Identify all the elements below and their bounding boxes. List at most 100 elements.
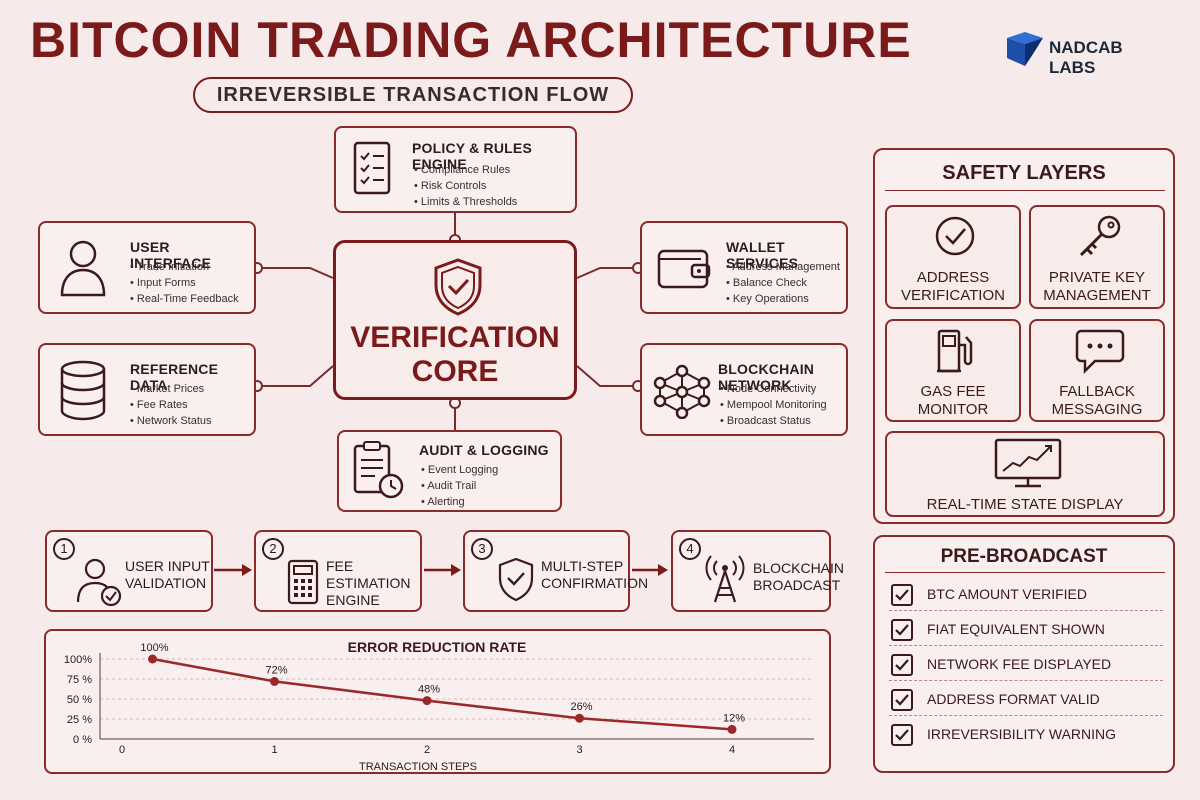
list-item: Risk Controls [414,178,517,194]
cell-label-line2: MANAGEMENT [1043,287,1151,304]
user-check-icon [76,558,122,607]
key-icon [1079,215,1121,257]
step-label-line1: FEE ESTIMATION [326,558,411,591]
list-item: Node Connectivity [720,381,827,397]
list-item: Alerting [421,494,498,510]
x-tick-label: 0 [119,744,125,756]
check-circle-icon [935,216,975,256]
step-label-line2: BROADCAST [753,577,841,593]
data-point [727,724,737,734]
cell-label: FALLBACK MESSAGING [1031,383,1163,419]
checkbox[interactable] [891,654,913,676]
checklist-label: NETWORK FEE DISPLAYED [927,656,1112,672]
list-item: Real-Time Feedback [130,291,239,307]
check-mark-icon [895,694,909,706]
user-interface-list: Trade Initiation Input Forms Real-Time F… [130,259,239,307]
step-label-line2: CONFIRMATION [541,575,649,591]
safety-layers-panel: SAFETY LAYERS ADDRESS VERIFICATION PRIVA… [873,148,1175,524]
cell-label-line2: VERIFICATION [901,287,1005,304]
page-title: BITCOIN TRADING ARCHITECTURE [30,12,912,68]
check-mark-icon [895,729,909,741]
connector-lines [251,212,644,430]
audit-logging-list: Event Logging Audit Trail Alerting [421,462,498,510]
cell-label-line2: MONITOR [917,401,989,418]
checklist-item: IRREVERSIBILITY WARNING [889,719,1163,751]
checkbox[interactable] [891,619,913,641]
data-label: 100% [140,642,168,654]
list-item: Trade Initiation [130,259,239,275]
data-point [148,654,157,664]
step-label-line2: ENGINE [326,592,380,608]
pre-broadcast-title: PRE-BROADCAST [940,546,1108,567]
step-label-line1: MULTI-STEP [541,558,624,574]
policy-list: Compliance Rules Risk Controls Limits & … [414,162,517,210]
core-label: VERIFICATION CORE [336,321,574,389]
checklist-item: BTC AMOUNT VERIFIED [889,579,1163,611]
reference-data-list: Market Prices Fee Rates Network Status [130,381,212,429]
cell-label-line1: FALLBACK [1059,383,1135,400]
list-item: Network Status [130,413,212,429]
check-mark-icon [895,589,909,601]
checklist-label: ADDRESS FORMAT VALID [927,691,1100,707]
step-number: 4 [679,538,701,560]
x-tick-label: 3 [576,744,582,756]
list-item: Broadcast Status [720,413,827,429]
list-item: Event Logging [421,462,498,478]
blockchain-network-list: Node Connectivity Mempool Monitoring Bro… [720,381,827,429]
user-icon [60,240,106,297]
cell-label-line1: ADDRESS [916,269,990,286]
brand-cube-icon [1007,32,1043,66]
step-number: 2 [262,538,284,560]
verification-core: VERIFICATION CORE [333,240,577,400]
title-underline [885,190,1165,191]
list-item: Limits & Thresholds [414,194,517,210]
step-number: 3 [471,538,493,560]
title-underline [885,572,1165,573]
checklist-label: IRREVERSIBILITY WARNING [927,726,1117,742]
step-label: FEE ESTIMATION ENGINE [326,558,420,609]
step-label-line2: VALIDATION [125,575,207,591]
checkbox[interactable] [891,724,913,746]
policy-rules-card: POLICY & RULES ENGINE Compliance Rules R… [334,126,577,213]
safety-gas-fee: GAS FEE MONITOR [885,319,1021,422]
step-label-line1: BLOCKCHAIN [753,560,845,576]
wallet-services-card: WALLET SERVICES Address Management Balan… [640,221,848,314]
reference-data-card: REFERENCE DATA Market Prices Fee Rates N… [38,343,256,436]
y-tick-label: 100% [64,654,92,666]
brand-logo: NADCAB LABS [1003,28,1173,77]
x-axis-label: TRANSACTION STEPS [359,761,477,772]
y-tick-label: 50 % [67,694,92,706]
audit-logging-card: AUDIT & LOGGING Event Logging Audit Trai… [337,430,562,512]
step-label: USER INPUT VALIDATION [125,558,210,592]
list-item: Audit Trail [421,478,498,494]
y-tick-label: 0 % [73,734,92,746]
fuel-pump-icon [937,329,973,373]
cell-label: PRIVATE KEY MANAGEMENT [1031,269,1163,305]
checklist-label: BTC AMOUNT VERIFIED [927,586,1087,602]
cell-label-line2: MESSAGING [1051,401,1143,418]
checkbox[interactable] [891,689,913,711]
step-label-line1: USER INPUT [125,558,210,574]
list-item: Mempool Monitoring [720,397,827,413]
page-subtitle: IRREVERSIBLE TRANSACTION FLOW [193,77,633,113]
data-point [575,713,584,723]
y-tick-label: 25 % [67,714,92,726]
data-label: 48% [418,684,440,696]
checkbox[interactable] [891,584,913,606]
user-interface-card: USER INTERFACE Trade Initiation Input Fo… [38,221,256,314]
step-arrows [214,564,668,576]
checklist-label: FIAT EQUIVALENT SHOWN [927,621,1105,637]
checklist-item: NETWORK FEE DISPLAYED [889,649,1163,681]
checklist-item: ADDRESS FORMAT VALID [889,684,1163,716]
checklist-icon [353,141,391,195]
wallet-services-list: Address Management Balance Check Key Ope… [726,259,840,307]
list-item: Address Management [726,259,840,275]
data-point [422,696,432,706]
data-label: 26% [570,701,592,713]
step-label: BLOCKCHAIN BROADCAST [753,560,844,594]
chat-bubble-icon [1075,329,1125,375]
data-label: 72% [265,664,287,676]
clipboard-clock-icon [353,441,404,499]
wallet-icon [657,249,711,289]
